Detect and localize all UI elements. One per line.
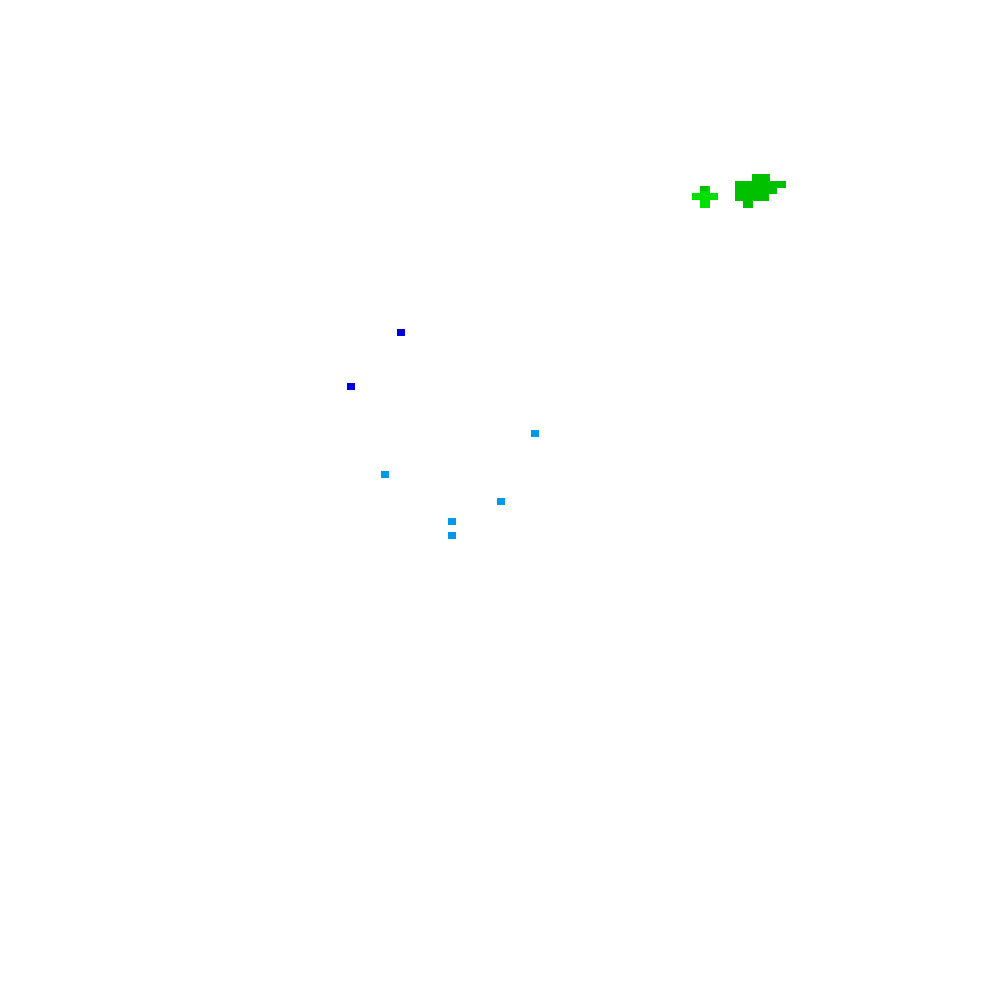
light-blue-point: [497, 498, 505, 505]
light-blue-point: [531, 430, 539, 437]
green-cluster-block: [735, 194, 769, 201]
green-cluster-block: [735, 187, 777, 194]
green-cluster-block: [735, 181, 786, 188]
green-cluster-block: [752, 174, 770, 182]
blue-point: [397, 329, 405, 336]
bright-green-cross-top: [700, 186, 708, 191]
light-blue-point: [448, 518, 456, 525]
green-cluster-block: [743, 200, 753, 208]
light-blue-point: [448, 532, 456, 539]
blue-point: [347, 383, 355, 390]
bright-green-cross-stem: [700, 186, 710, 208]
light-blue-point: [381, 471, 389, 478]
